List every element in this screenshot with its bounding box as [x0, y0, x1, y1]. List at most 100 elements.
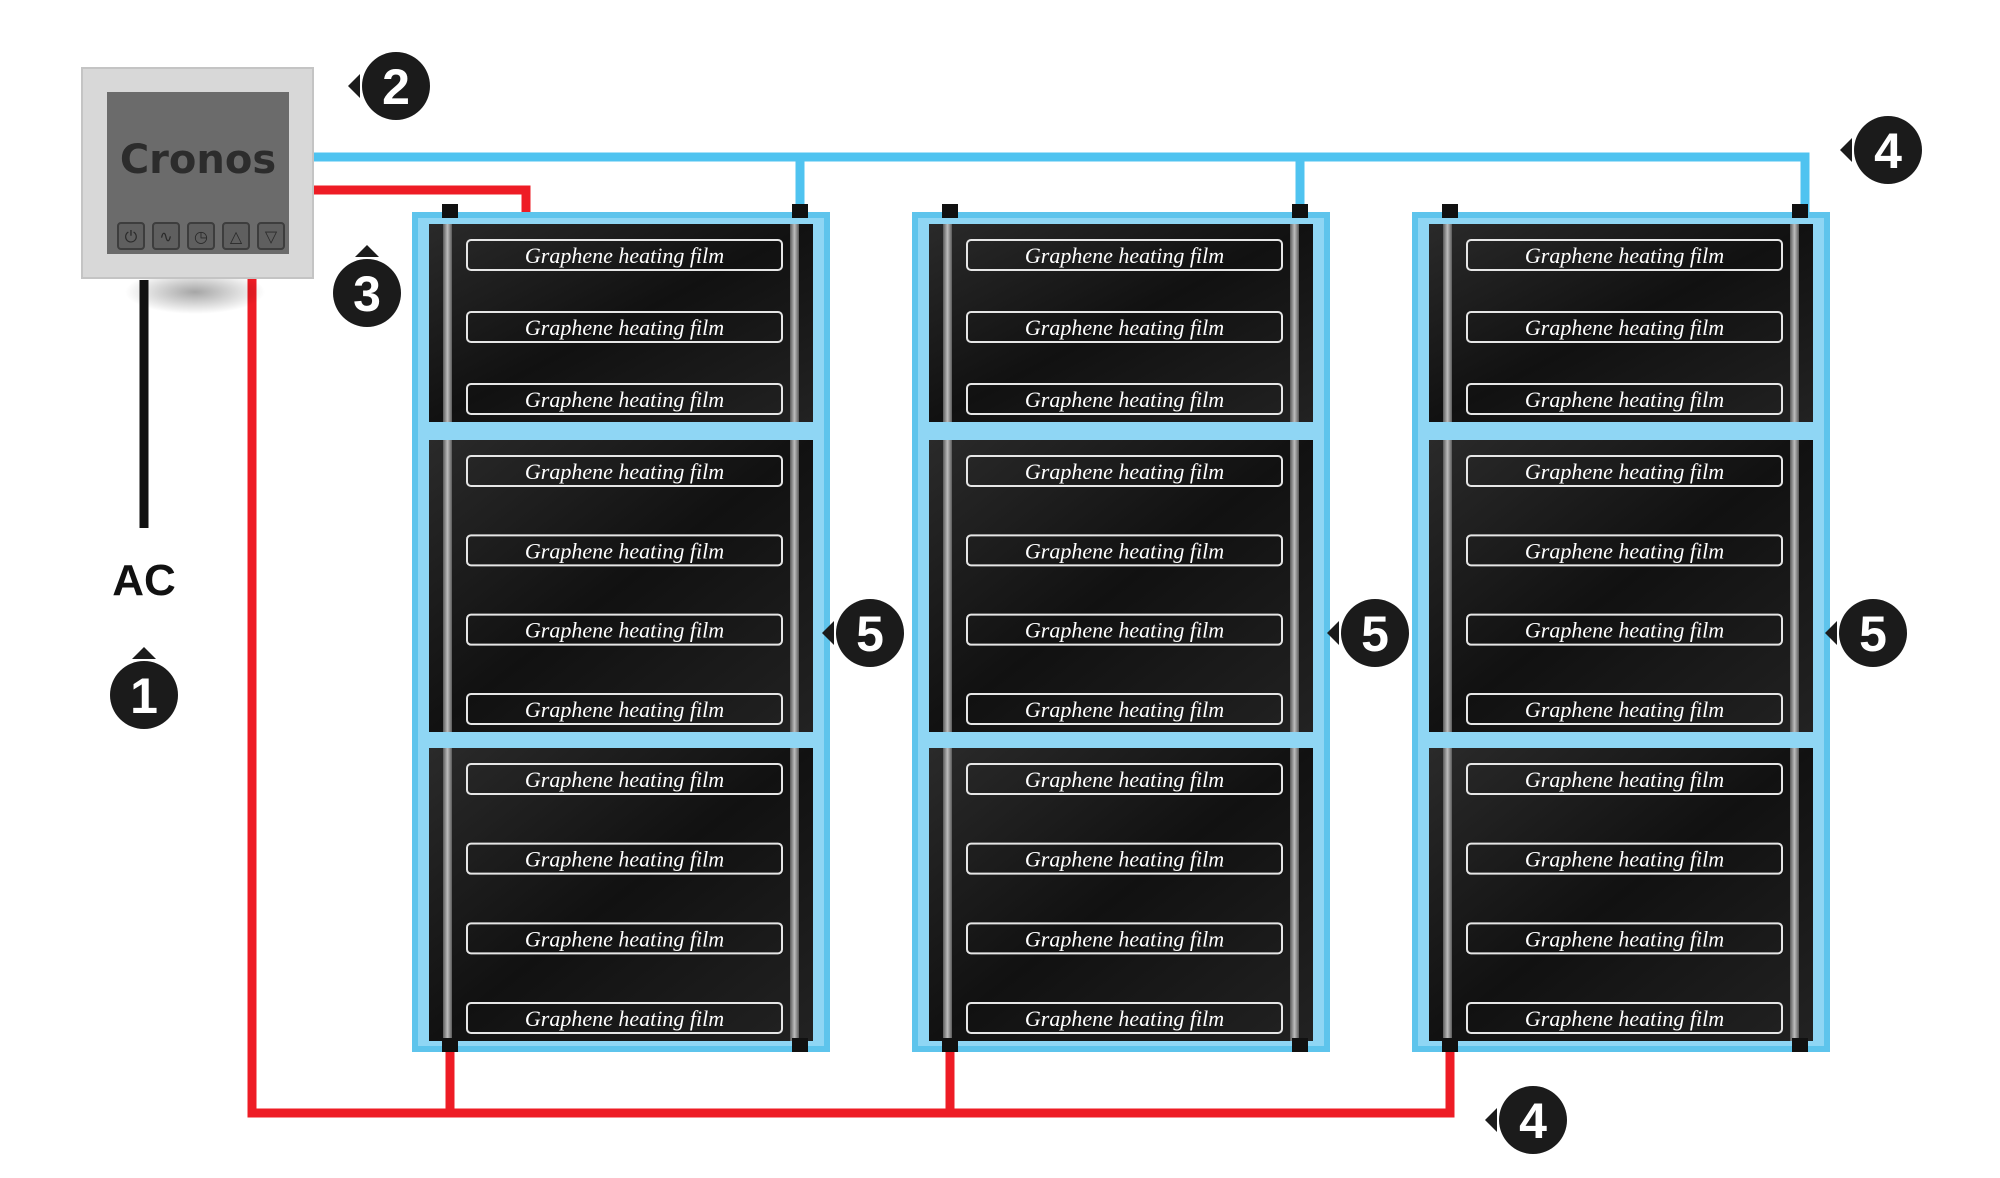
- film-label-box: [966, 842, 1283, 875]
- film-label: Graphene heating film: [466, 763, 783, 795]
- callout-circle: [1341, 599, 1409, 667]
- connector-clip: [442, 204, 458, 218]
- film-label-text: Graphene heating film: [1525, 459, 1724, 484]
- thermostat-shadow: [125, 270, 265, 314]
- film-label-box: [966, 311, 1283, 343]
- callout-circle: [1839, 599, 1907, 667]
- callout-number: 5: [1361, 606, 1389, 662]
- connector-clip: [792, 204, 808, 218]
- film-label-box: [1466, 693, 1783, 725]
- wave-icon: ∿: [152, 222, 180, 250]
- film-label-text: Graphene heating film: [1525, 697, 1724, 722]
- film-label-text: Graphene heating film: [1025, 243, 1224, 268]
- callout-pointer: [348, 74, 360, 98]
- callout-pointer: [822, 621, 834, 645]
- film-label-box: [1466, 922, 1783, 955]
- thermostat-button: [152, 222, 180, 250]
- thermostat-button-glyph: ◷: [194, 227, 208, 246]
- film-label-text: Graphene heating film: [1025, 618, 1224, 643]
- film-label: Graphene heating film: [1466, 613, 1783, 646]
- film-label: Graphene heating film: [1466, 922, 1783, 955]
- film-section: [1429, 440, 1813, 732]
- right-busbar: [790, 224, 799, 422]
- film-label: Graphene heating film: [966, 455, 1283, 487]
- film-label-box: [966, 1002, 1283, 1034]
- film-label: Graphene heating film: [1466, 842, 1783, 875]
- thermostat-button: [222, 222, 250, 250]
- film-label-box: [466, 383, 783, 415]
- callout-ac: 1: [110, 647, 178, 729]
- film-label-box: [966, 693, 1283, 725]
- callout-number: 4: [1874, 123, 1902, 179]
- film-label-box: [1466, 455, 1783, 487]
- film-label-text: Graphene heating film: [525, 538, 724, 563]
- film-section: [429, 748, 813, 1041]
- film-label-text: Graphene heating film: [1525, 243, 1724, 268]
- film-label-text: Graphene heating film: [1525, 315, 1724, 340]
- film-label-box: [1466, 613, 1783, 646]
- film-label: Graphene heating film: [966, 922, 1283, 955]
- film-label-text: Graphene heating film: [525, 459, 724, 484]
- film-label-box: [966, 613, 1283, 646]
- callout-circle: [1499, 1086, 1567, 1154]
- film-label-text: Graphene heating film: [525, 1006, 724, 1031]
- callout-circle: [110, 661, 178, 729]
- right-busbar: [1790, 440, 1799, 732]
- left-busbar: [1443, 440, 1452, 732]
- connector-clip: [1792, 1038, 1808, 1052]
- film-label-box: [1466, 763, 1783, 795]
- film-label: Graphene heating film: [966, 693, 1283, 725]
- callout-pointer: [1825, 621, 1837, 645]
- film-label-box: [966, 455, 1283, 487]
- connector-clip: [1292, 204, 1308, 218]
- thermostat-button-glyph: ▽: [265, 227, 278, 246]
- film-label-box: [966, 922, 1283, 955]
- film-label-box: [1466, 842, 1783, 875]
- film-section: [1429, 748, 1813, 1041]
- film-label-text: Graphene heating film: [1025, 1006, 1224, 1031]
- film-label: Graphene heating film: [466, 239, 783, 271]
- film-label-text: Graphene heating film: [525, 847, 724, 872]
- film-label-text: Graphene heating film: [1025, 387, 1224, 412]
- film-label: Graphene heating film: [966, 383, 1283, 415]
- film-label-text: Graphene heating film: [1025, 847, 1224, 872]
- connector-clip: [792, 1038, 808, 1052]
- callout-pointer: [132, 647, 156, 659]
- film-label-box: [1466, 383, 1783, 415]
- film-label-box: [466, 922, 783, 955]
- right-busbar: [1290, 440, 1299, 732]
- film-label-text: Graphene heating film: [525, 618, 724, 643]
- film-label: Graphene heating film: [966, 763, 1283, 795]
- film-label: Graphene heating film: [1466, 1002, 1783, 1034]
- film-label: Graphene heating film: [1466, 239, 1783, 271]
- film-label: Graphene heating film: [466, 383, 783, 415]
- film-section: [429, 440, 813, 732]
- film-label-box: [466, 311, 783, 343]
- right-busbar: [790, 440, 799, 732]
- film-label-text: Graphene heating film: [1025, 926, 1224, 951]
- connector-clip: [442, 1038, 458, 1052]
- film-label-text: Graphene heating film: [525, 315, 724, 340]
- film-section: [929, 224, 1313, 422]
- connector-clip: [942, 1038, 958, 1052]
- film-label-text: Graphene heating film: [1025, 767, 1224, 792]
- connector-clip: [1442, 1038, 1458, 1052]
- callout-panel-2: 5: [1327, 599, 1409, 667]
- film-label-box: [1466, 311, 1783, 343]
- film-label-box: [966, 763, 1283, 795]
- film-label-text: Graphene heating film: [1025, 697, 1224, 722]
- film-label: Graphene heating film: [466, 1002, 783, 1034]
- callout-thermostat: 2: [348, 52, 430, 120]
- film-label: Graphene heating film: [966, 613, 1283, 646]
- film-label: Graphene heating film: [466, 455, 783, 487]
- callout-supply-bottom: 4: [1485, 1086, 1567, 1154]
- left-busbar: [943, 748, 952, 1041]
- thermostat-button-glyph: ∿: [159, 227, 172, 246]
- callout-pointer: [355, 245, 379, 257]
- callout-circle: [333, 259, 401, 327]
